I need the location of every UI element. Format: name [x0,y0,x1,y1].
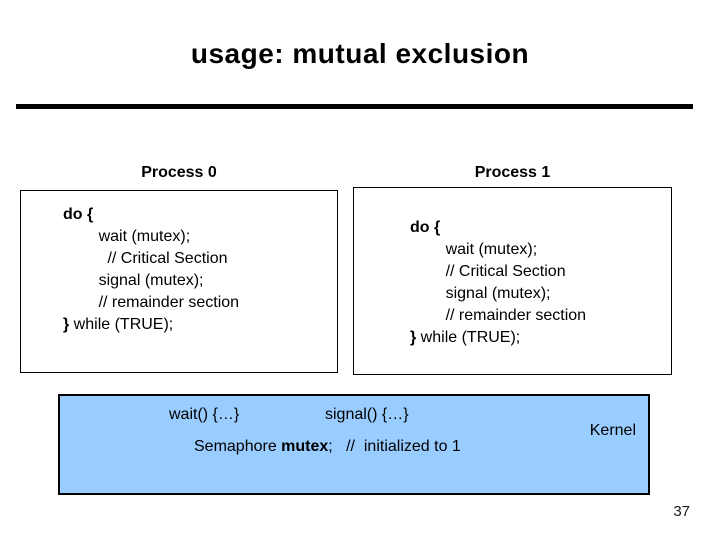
code-text-segment: mutex [281,438,329,455]
code-text-segment: while (TRUE); [416,329,521,346]
code-text-segment: // remainder section [410,307,587,324]
code-text-segment: // Critical Section [410,263,566,280]
code-line: // Critical Section [63,248,239,270]
code-text-segment: signal (mutex); [410,285,551,302]
code-text-segment: do { [410,219,441,236]
code-text-segment: // Critical Section [63,250,228,267]
code-text-segment: // remainder section [63,294,240,311]
code-text-segment: wait (mutex); [410,241,538,258]
process0-heading: Process 0 [141,164,217,181]
code-line: wait (mutex); [410,239,586,261]
process1-code-box [353,187,672,375]
title-underline-rule [16,104,693,109]
code-line: do { [63,204,239,226]
code-line: } while (TRUE); [63,314,239,336]
code-line: do { [410,217,586,239]
code-line: // Critical Section [410,261,586,283]
code-line: wait (mutex); [63,226,239,248]
kernel-signal-function: signal() {…} [325,406,409,423]
code-text-segment: signal (mutex); [63,272,204,289]
kernel-box: wait() {…} signal() {…} Kernel Semaphore… [58,394,650,495]
code-text-segment: } [410,329,417,346]
process1-code: do { wait (mutex); // Critical Section s… [410,217,586,349]
code-text-segment: while (TRUE); [69,316,174,333]
kernel-semaphore-declaration: Semaphore mutex; // initialized to 1 [194,438,461,456]
page-number: 37 [673,503,690,520]
kernel-label: Kernel [589,422,636,439]
code-line: signal (mutex); [410,283,586,305]
code-line: signal (mutex); [63,270,239,292]
code-text-segment: wait (mutex); [63,228,191,245]
process0-code-box [20,190,338,373]
code-text-segment: Semaphore [194,438,282,455]
code-line: } while (TRUE); [410,327,586,349]
process1-heading: Process 1 [474,164,551,181]
code-text-segment: ; // initialized to 1 [328,438,461,455]
code-line: // remainder section [410,305,587,327]
code-line: // remainder section [63,292,240,314]
code-text-segment: } [63,316,70,333]
process0-code: do { wait (mutex); // Critical Section s… [63,204,239,336]
slide-title: usage: mutual exclusion [190,38,530,69]
kernel-wait-function: wait() {…} [169,406,240,423]
code-text-segment: do { [63,206,94,223]
